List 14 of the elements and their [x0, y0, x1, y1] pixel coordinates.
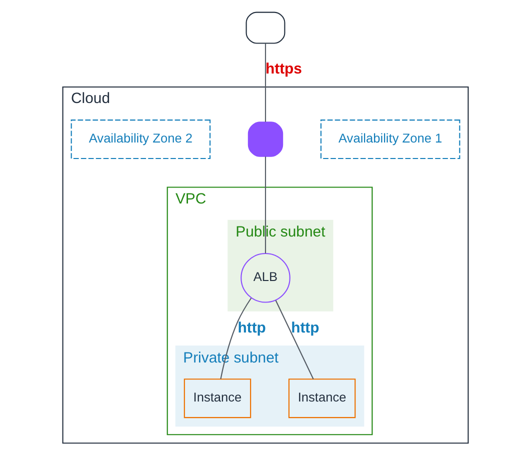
edge-label: http	[237, 319, 266, 336]
edge-label: https	[265, 60, 302, 78]
node-computer	[245, 12, 285, 44]
node-box: Instance	[288, 378, 356, 418]
node-box: Availability Zone 2	[70, 120, 210, 159]
connector	[220, 298, 252, 380]
connector	[264, 44, 266, 122]
connector	[274, 300, 314, 380]
edge-label: http	[290, 319, 319, 336]
node-box: Instance	[183, 378, 251, 418]
node-box: Availability Zone 1	[320, 120, 460, 159]
connector	[264, 156, 266, 254]
node-box	[247, 122, 283, 157]
node-circle: ALB	[240, 252, 290, 303]
